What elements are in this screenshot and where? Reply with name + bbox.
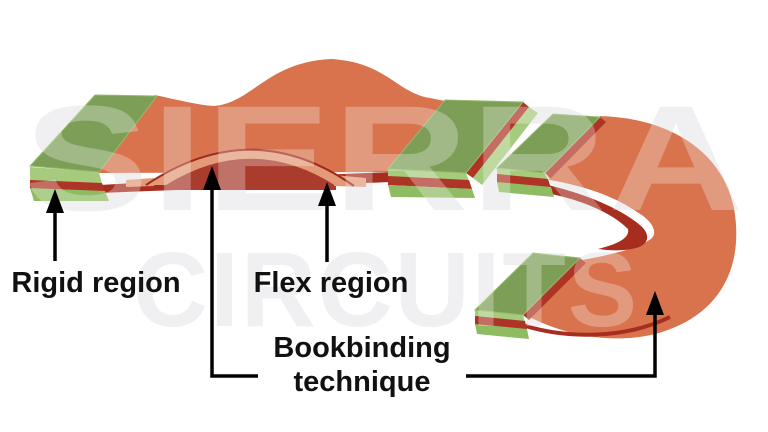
- rigid-board-2: [386, 99, 525, 198]
- flex-region-arrowhead: [318, 182, 336, 206]
- bookbinding-label-line2: technique: [294, 366, 431, 398]
- board2-edge-red: [466, 102, 529, 178]
- board4-layer-lightgreen: [475, 310, 525, 322]
- bookbinding-arch-arrowhead: [203, 166, 221, 190]
- board1-layer-green-bottom: [30, 188, 109, 201]
- bookbinding-label-line1: Bookbinding: [273, 332, 450, 364]
- bookbinding-arch-outline: [145, 148, 355, 187]
- board1-layer-lightgreen: [30, 167, 102, 184]
- board4-edge-red: [523, 258, 586, 320]
- flex-region-label: Flex region: [254, 267, 409, 299]
- board3-edge-red: [545, 117, 606, 178]
- board4-layer-green-bottom: [475, 324, 529, 339]
- board2-edge-lightgreen: [473, 107, 538, 185]
- board2-layer-green-bottom: [388, 185, 475, 198]
- board3-top-face: [495, 113, 602, 174]
- watermark-overlay: SIERRA CIRCUITS: [24, 74, 746, 349]
- board3-layer-green-bottom: [497, 182, 554, 197]
- board2-layer-red: [388, 176, 472, 189]
- bookbinding-arch-connector: [210, 187, 258, 378]
- rigid-board-3: [495, 113, 606, 197]
- rigid-board-4: [473, 252, 586, 339]
- annotations: Rigid region Flex region Bookbinding tec…: [11, 166, 664, 398]
- rigid-region-arrowhead: [46, 189, 64, 213]
- board4-top-face: [473, 252, 582, 316]
- rigid-board-1: [28, 94, 158, 201]
- board1-top-face: [28, 94, 158, 173]
- board1-layer-red: [30, 180, 105, 191]
- flex-sheet-top: [98, 59, 445, 173]
- watermark-sierra-overlay: SIERRA: [24, 74, 746, 242]
- watermark-circuits-overlay: CIRCUITS: [133, 231, 639, 349]
- bookbinding-fold-arrowhead: [646, 291, 664, 315]
- board3-layer-red: [497, 174, 551, 188]
- board3-layer-lightgreen: [497, 168, 548, 180]
- board4-layer-red: [475, 316, 527, 330]
- bookbinding-fold-connector: [466, 312, 657, 378]
- rigid-region-label: Rigid region: [11, 267, 180, 299]
- board2-top-face: [386, 99, 525, 174]
